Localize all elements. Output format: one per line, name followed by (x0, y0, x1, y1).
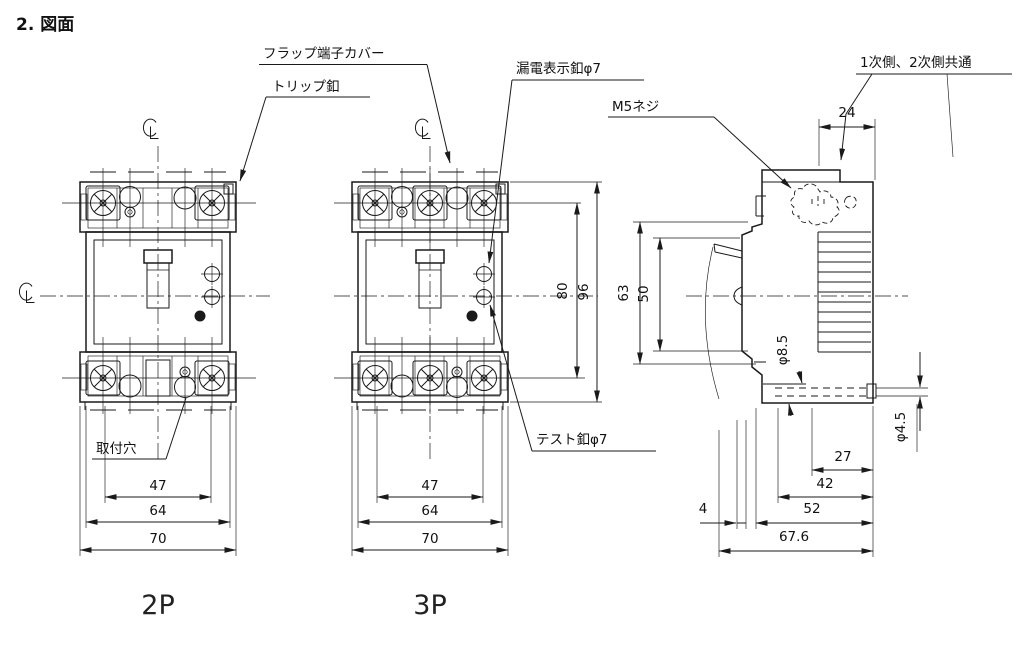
din-rail-slot (763, 383, 928, 399)
callout-mounting-hole: 取付穴 (96, 441, 137, 457)
view-label-3p: 3P (413, 590, 446, 621)
reset-dot-3p (466, 310, 478, 322)
m5-screw-sketch (790, 183, 857, 226)
callout-flap-terminal-cover: フラップ端子カバー (263, 46, 385, 62)
reset-dot-2p (194, 310, 206, 322)
view-label-2p: 2P (141, 590, 174, 621)
dim-mount-hole: φ4.5 (893, 412, 909, 442)
dim-3p-pole-pitch: 47 (421, 478, 438, 494)
dim-clip-offset: 4 (699, 501, 708, 517)
dim-front-cover-height: 63 (616, 284, 632, 301)
dim-top-depth: 24 (838, 105, 855, 121)
extension-lines-3p (351, 406, 509, 556)
leakage-indicator-button-3p (473, 263, 495, 285)
side-view (633, 119, 928, 557)
callout-primary-secondary-common: 1次側、2次側共通 (860, 55, 972, 71)
dim-3p-overall-width: 70 (421, 531, 438, 547)
leakage-indicator-button-2p (201, 263, 223, 285)
dim-upper-depth: 27 (834, 449, 851, 465)
toggle-handle-side (713, 243, 743, 259)
dim-base-depth: 52 (803, 501, 820, 517)
front-view-2p (62, 168, 256, 556)
dim-3p-body-width: 64 (421, 503, 438, 519)
dim-mid-depth: 42 (816, 476, 833, 492)
dim-2p-pole-pitch: 47 (149, 478, 166, 494)
callout-test-button: テスト釦φ7 (536, 431, 608, 448)
test-button-3p (473, 286, 495, 308)
dim-2p-overall-width: 70 (149, 531, 166, 547)
test-button-2p (201, 286, 223, 308)
callout-leaders (92, 64, 1012, 460)
dim-2p-body-width: 64 (149, 503, 166, 519)
extension-lines-side (718, 406, 874, 557)
dim-terminal-pitch-height: 80 (555, 282, 571, 299)
extension-lines-2p (79, 406, 237, 556)
callout-leakage-indicator-button: 漏電表示釦φ7 (516, 60, 601, 77)
dim-overall-height: 96 (576, 283, 592, 300)
front-view-3p (334, 168, 602, 556)
handle-swing-arc (705, 246, 720, 400)
callout-trip-button: トリップ釦 (272, 78, 340, 95)
side-view-fins (817, 231, 871, 353)
terminal-centerlines-3p (334, 168, 602, 414)
dim-front-face-height: 50 (636, 285, 652, 302)
page-title: 2. 図面 (16, 15, 74, 35)
dim-mount-hole-counterbore: φ8.5 (775, 335, 791, 365)
dim-overall-depth: 67.6 (779, 529, 809, 545)
callout-m5-screw: M5ネジ (612, 99, 659, 115)
